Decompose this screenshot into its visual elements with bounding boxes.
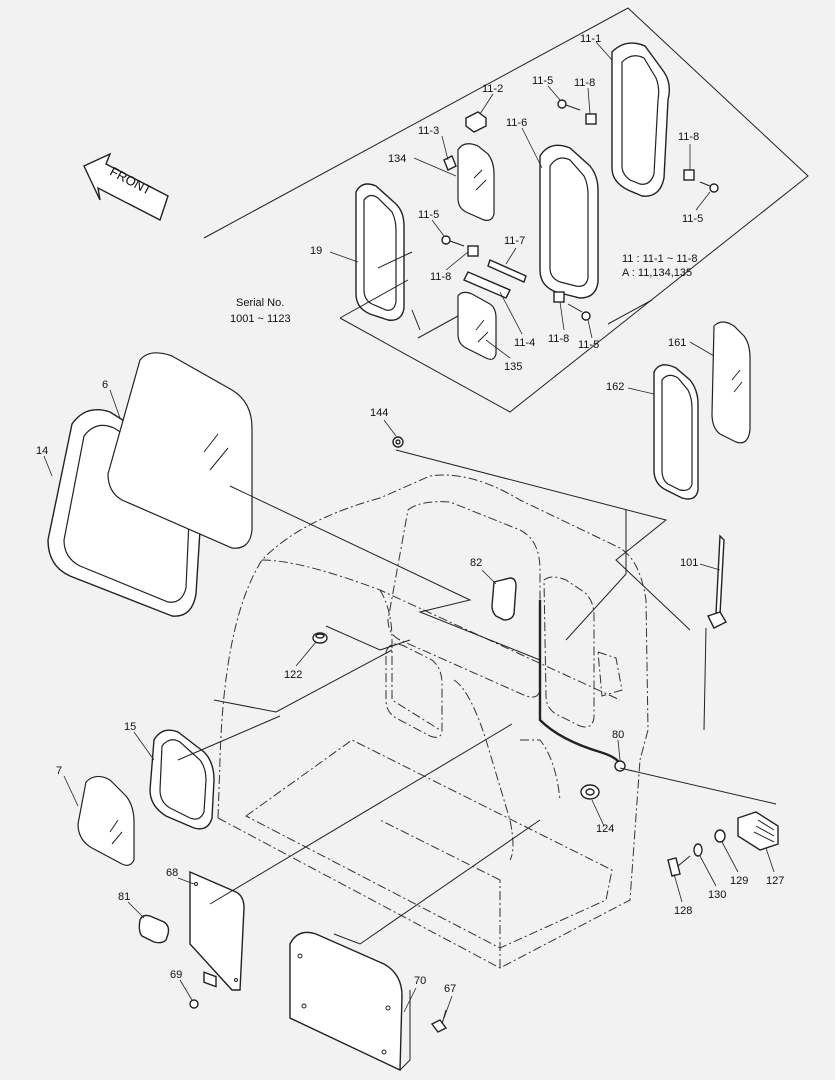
part-67-bolt (430, 1009, 448, 1033)
part-11-8-bracket-a (585, 113, 597, 125)
serial-note-line-2: 1001 ~ 1123 (230, 313, 291, 325)
label-124: 124 (596, 823, 614, 835)
part-80-cable (538, 600, 624, 769)
label-11-1: 11-1 (580, 33, 601, 45)
part-6-front-glass (107, 352, 253, 549)
inset-frame (203, 7, 809, 413)
label-14: 14 (36, 445, 48, 457)
part-81-cap (138, 914, 170, 944)
label-19: 19 (310, 245, 322, 257)
label-7: 7 (56, 765, 62, 777)
part-101-antenna (703, 534, 727, 731)
part-127-lock (737, 811, 779, 851)
part-128-bolt (667, 855, 691, 877)
part-11-8-bracket-d (553, 291, 565, 303)
part-162-window-frame (653, 364, 699, 500)
label-6: 6 (102, 379, 108, 391)
part-19-window-frame (355, 183, 405, 321)
label-134: 134 (388, 153, 406, 165)
part-11-5-screw-b (699, 181, 719, 193)
part-labels: 11-1 11-2 11-3 134 11-6 11-5 11-8 11-8 1… (36, 33, 784, 995)
label-11-8-c: 11-8 (430, 271, 451, 283)
label-11-5-c: 11-5 (418, 209, 439, 221)
part-11-6-window-frame (539, 144, 599, 299)
label-135: 135 (504, 361, 522, 373)
part-11-4-rail (463, 271, 511, 299)
label-69: 69 (170, 969, 182, 981)
label-80: 80 (612, 729, 624, 741)
part-70-rear-panel (289, 931, 411, 1072)
label-11-5-b: 11-5 (682, 213, 703, 225)
part-161-glass (711, 321, 751, 444)
part-68-panel (189, 870, 245, 991)
part-134-glass (457, 143, 495, 221)
projection-lines (177, 309, 777, 945)
label-101: 101 (680, 557, 698, 569)
part-144-nut (392, 436, 404, 448)
label-11-7: 11-7 (504, 235, 525, 247)
label-122: 122 (284, 669, 302, 681)
label-129: 129 (730, 875, 748, 887)
part-11-5-screw-d (567, 303, 591, 321)
label-68: 68 (166, 867, 178, 879)
part-129-washer (714, 829, 726, 843)
label-81: 81 (118, 891, 130, 903)
part-135-glass (457, 291, 497, 360)
label-15: 15 (124, 721, 136, 733)
leader-lines (43, 41, 775, 1019)
part-11-7-rail (487, 259, 527, 283)
label-11-4: 11-4 (514, 337, 535, 349)
label-127: 127 (766, 875, 784, 887)
part-7-glass (77, 775, 135, 866)
label-161: 161 (668, 337, 686, 349)
part-11-1-window-frame (611, 42, 671, 197)
label-82: 82 (470, 557, 482, 569)
part-130-washer (693, 843, 703, 857)
serial-note-line-1: Serial No. (236, 297, 284, 309)
label-11-5-a: 11-5 (532, 75, 553, 87)
label-11-3: 11-3 (418, 125, 439, 137)
label-144: 144 (370, 407, 388, 419)
legend-line-2: A : 11,134,135 (622, 267, 692, 279)
legend-line-1: 11 : 11-1 ~ 11-8 (622, 253, 698, 265)
label-70: 70 (414, 975, 426, 987)
part-122-plug (312, 632, 328, 644)
label-11-8-a: 11-8 (574, 77, 595, 89)
part-11-2-latch (465, 111, 487, 133)
part-124-grommet (580, 784, 600, 800)
label-128: 128 (674, 905, 692, 917)
part-82-switch (491, 577, 517, 621)
part-11-5-screw-c (441, 235, 465, 247)
label-11-2: 11-2 (482, 83, 503, 95)
label-130: 130 (708, 889, 726, 901)
part-15-window-frame (149, 729, 215, 830)
part-11-8-bracket-c (467, 245, 479, 257)
label-162: 162 (606, 381, 624, 393)
label-11-8-b: 11-8 (678, 131, 699, 143)
part-11-3-catch (443, 155, 457, 171)
part-69-screw (189, 999, 199, 1009)
label-11-5-d: 11-5 (578, 339, 599, 351)
label-67: 67 (444, 983, 456, 995)
label-11-8-d: 11-8 (548, 333, 569, 345)
front-arrow-icon: FRONT (83, 152, 169, 221)
part-11-8-bracket-b (683, 169, 695, 181)
part-11-5-screw-a (557, 99, 581, 111)
label-11-6: 11-6 (506, 117, 527, 129)
